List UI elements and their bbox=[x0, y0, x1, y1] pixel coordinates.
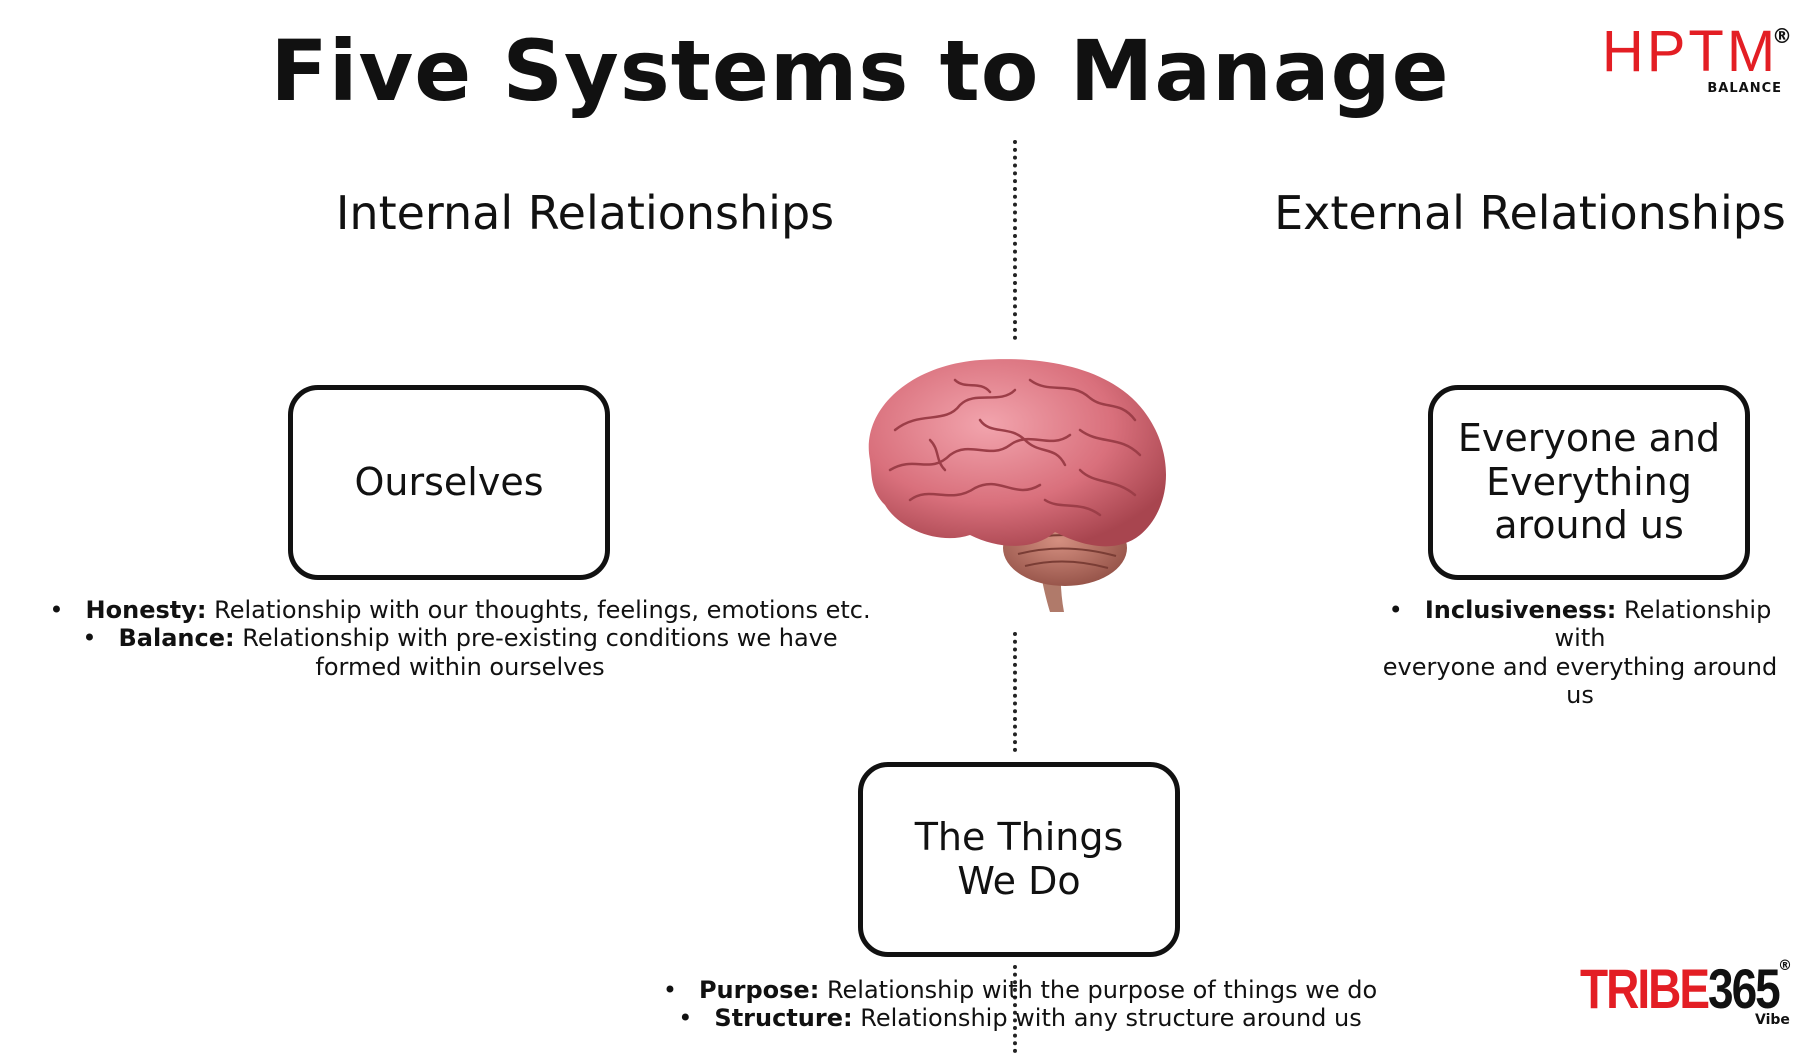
tribe-logo-subtext: Vibe bbox=[1755, 1012, 1790, 1028]
bullet-balance-continuation: formed within ourselves bbox=[315, 652, 605, 681]
things-bullets: Purpose: Relationship with the purpose o… bbox=[640, 976, 1400, 1033]
bullet-balance-term: Balance: bbox=[118, 624, 235, 653]
ourselves-box-label: Ourselves bbox=[354, 459, 544, 504]
brain-icon bbox=[868, 359, 1167, 612]
hptm-logo: HPTM ® BALANCE bbox=[1590, 18, 1792, 96]
tribe365-logo-text: TRIBE365 bbox=[1580, 957, 1781, 1022]
hptm-registered-mark: ® bbox=[1772, 24, 1792, 48]
bullet-inclusiveness-continuation-1: everyone and everything around bbox=[1382, 652, 1778, 681]
bullet-balance: Balance: Relationship with pre-existing … bbox=[40, 624, 880, 681]
everyone-bullets: Inclusiveness: Relationship witheveryone… bbox=[1370, 596, 1790, 709]
bullet-honesty-text: Relationship with our thoughts, feelings… bbox=[206, 596, 871, 624]
bullet-structure-text: Relationship with any structure around u… bbox=[852, 1004, 1362, 1033]
bullet-purpose: Purpose: Relationship with the purpose o… bbox=[640, 976, 1400, 1004]
tribe-logo-number: 365 bbox=[1708, 957, 1781, 1021]
bullet-inclusiveness: Inclusiveness: Relationship witheveryone… bbox=[1370, 596, 1790, 709]
things-we-do-box: The Things We Do bbox=[858, 762, 1180, 957]
tribe-registered-mark: ® bbox=[1778, 958, 1792, 974]
everyone-box: Everyone and Everything around us bbox=[1428, 385, 1750, 580]
bullet-honesty-term: Honesty: bbox=[85, 596, 207, 624]
bullet-purpose-text: Relationship with the purpose of things … bbox=[819, 976, 1378, 1004]
everyone-box-line-2: Everything bbox=[1486, 459, 1692, 504]
bullet-inclusiveness-continuation-2: us bbox=[1566, 680, 1594, 709]
bullet-balance-text: Relationship with pre-existing condition… bbox=[234, 624, 838, 653]
hptm-logo-subtext: BALANCE bbox=[1707, 81, 1782, 96]
divider-top bbox=[1013, 140, 1017, 340]
tribe-logo-red-text: TRIBE bbox=[1580, 957, 1710, 1021]
bullet-honesty: Honesty: Relationship with our thoughts,… bbox=[40, 596, 880, 624]
everyone-box-line-1: Everyone and bbox=[1457, 415, 1721, 460]
divider-middle bbox=[1013, 632, 1017, 752]
ourselves-bullets: Honesty: Relationship with our thoughts,… bbox=[40, 596, 880, 681]
bullet-purpose-term: Purpose: bbox=[698, 976, 820, 1004]
bullet-inclusiveness-text: Relationship with bbox=[1554, 596, 1772, 653]
bullet-inclusiveness-term: Inclusiveness: bbox=[1424, 596, 1617, 624]
hptm-logo-text: HPTM bbox=[1601, 19, 1779, 84]
everyone-box-line-3: around us bbox=[1494, 503, 1684, 548]
brain-folds bbox=[888, 378, 1142, 517]
things-box-line-2: We Do bbox=[957, 858, 1081, 903]
bullet-structure: Structure: Relationship with any structu… bbox=[640, 1004, 1400, 1032]
brain-cerebrum bbox=[868, 359, 1167, 547]
tribe365-logo: TRIBE365 ® Vibe bbox=[1580, 958, 1792, 1028]
things-box-line-1: The Things bbox=[914, 814, 1124, 859]
bullet-structure-term: Structure: bbox=[714, 1004, 853, 1033]
ourselves-box: Ourselves bbox=[288, 385, 610, 580]
heading-external-relationships: External Relationships bbox=[1274, 186, 1786, 240]
page-title: Five Systems to Manage bbox=[270, 22, 1450, 120]
heading-internal-relationships: Internal Relationships bbox=[335, 186, 835, 240]
